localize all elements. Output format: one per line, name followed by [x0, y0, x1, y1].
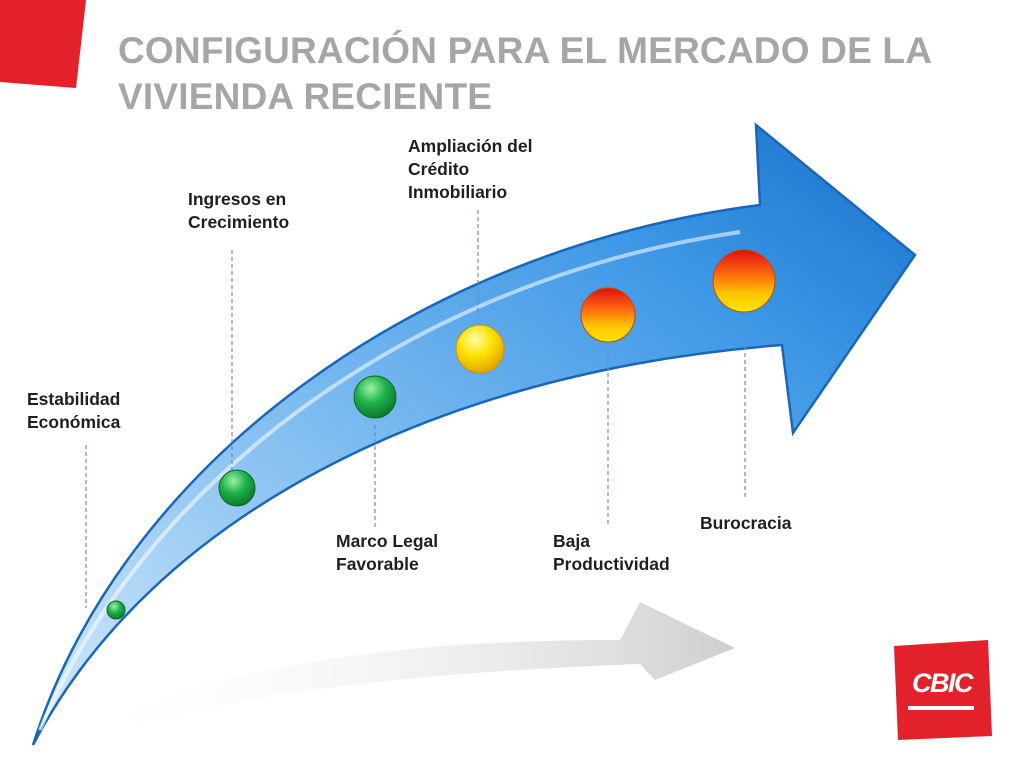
growth-arrow-body [31, 122, 917, 746]
label-credito: Ampliación del Crédito Inmobiliario [408, 136, 533, 202]
marker-marco-legal [353, 375, 397, 419]
arrow-shadow [70, 602, 735, 745]
marker-productividad [580, 287, 636, 343]
logo-badge [894, 640, 992, 740]
label-estabilidad: Estabilidad Económica [27, 389, 121, 432]
cbic-logo: CBIC [892, 640, 992, 740]
marker-ingresos [218, 469, 256, 507]
marker-credito [455, 324, 505, 374]
marker-estabilidad [106, 600, 126, 620]
marker-burocracia [712, 249, 776, 313]
logo-text: CBIC [912, 668, 974, 698]
label-marco-legal: Marco Legal Favorable [336, 531, 439, 574]
label-ingresos: Ingresos en Crecimiento [188, 189, 290, 232]
arrow-highlight [38, 230, 741, 731]
label-burocracia: Burocracia [700, 513, 792, 533]
slide-title: CONFIGURACIÓN PARA EL MERCADO DE LA VIVI… [118, 30, 931, 117]
label-productividad: Baja Productividad [553, 531, 670, 574]
red-corner-decoration [0, 0, 86, 88]
